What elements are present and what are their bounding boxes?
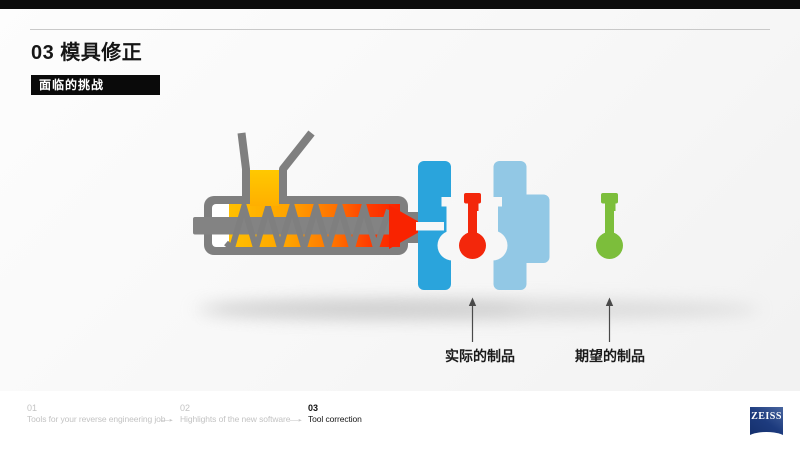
step-number: 03 [308, 403, 319, 413]
zeiss-logo: ZEISS [747, 407, 786, 445]
label-expected-product: 期望的制品 [575, 348, 645, 364]
product-expected [596, 193, 623, 259]
step-label: Tool correction [308, 414, 362, 424]
hopper [237, 130, 315, 206]
product-actual [459, 193, 486, 259]
up-arrow-actual [468, 297, 477, 342]
step-label: Tools for your reverse engineering job [27, 414, 166, 424]
top-black-bar [0, 0, 800, 9]
up-arrow-expected [605, 297, 614, 342]
step-label: Highlights of the new software [180, 414, 291, 424]
footer-step-1[interactable]: 01 Tools for your reverse engineering jo… [27, 403, 166, 425]
step-arrow-icon: → [286, 413, 306, 425]
footer-step-2[interactable]: 02 Highlights of the new software [180, 403, 291, 425]
label-actual-product: 实际的制品 [445, 348, 515, 364]
zeiss-logo-text: ZEISS [751, 411, 782, 422]
header-divider [30, 29, 770, 30]
step-number: 02 [180, 403, 191, 413]
mold-half-right [477, 161, 550, 290]
page-title: 03 模具修正 [31, 42, 143, 64]
footer: 01 Tools for your reverse engineering jo… [0, 391, 800, 450]
diagram-shadow-dark [205, 301, 525, 317]
section-badge: 面临的挑战 [31, 75, 160, 95]
step-number: 01 [27, 403, 38, 413]
extruder-screw [193, 204, 397, 247]
mold-half-left [416, 161, 468, 290]
step-arrow-icon: → [157, 413, 177, 425]
footer-step-3-active[interactable]: 03 Tool correction [308, 403, 362, 425]
